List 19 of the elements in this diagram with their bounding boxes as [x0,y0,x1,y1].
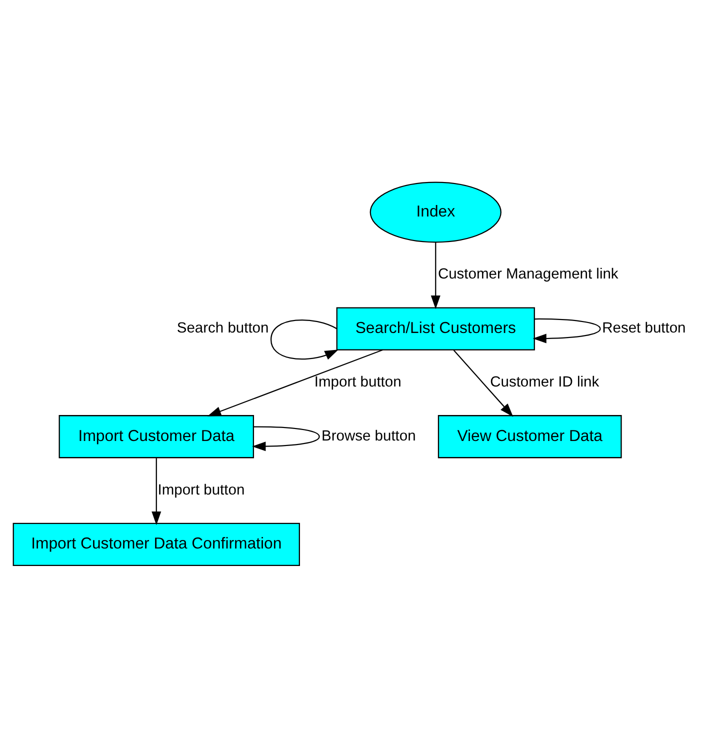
arrow [430,242,440,309]
arrow [270,319,338,360]
node-box: Import Customer Data Confirmation [12,522,300,566]
arrow [532,318,601,343]
edge-label: Search button [176,320,269,336]
edge-label: Import button [158,482,245,498]
node-box: Search/List Customers [336,306,535,350]
edge-label: Customer Management link [438,266,618,282]
arrow [152,458,162,525]
edge-label: Browse button [322,428,416,444]
edge-label: Reset button [602,320,686,336]
arrow [207,348,383,416]
arrow [252,426,320,451]
node-ellipse: Index [370,181,502,242]
edge-label: Import button [314,374,402,390]
node-box: Import Customer Data [58,414,254,458]
edge-label: Customer ID link [490,374,600,390]
arrow [453,349,514,416]
node-box: View Customer Data [438,414,622,458]
